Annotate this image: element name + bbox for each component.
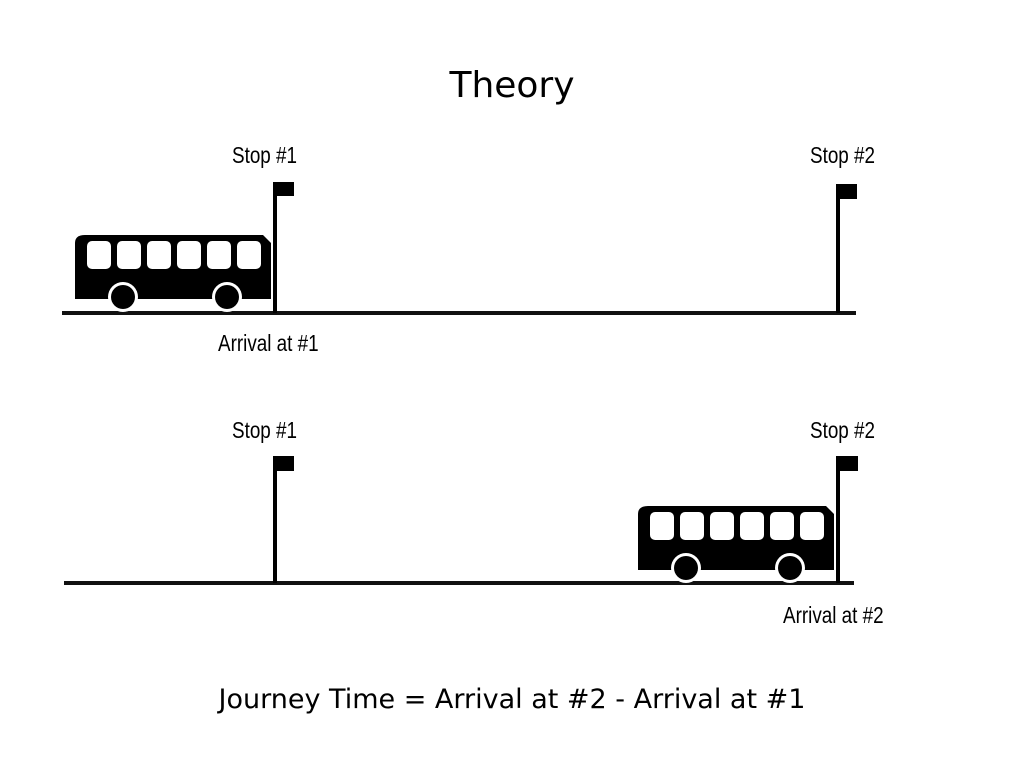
stop2-label-top: Stop #2 xyxy=(810,142,876,168)
stop2-label-bottom: Stop #2 xyxy=(810,417,876,443)
arrival-label-top: Arrival at #1 xyxy=(218,330,319,356)
road-top xyxy=(62,311,856,315)
road-bottom xyxy=(64,581,854,585)
journey-time-formula: Journey Time = Arrival at #2 - Arrival a… xyxy=(218,684,806,715)
stop1-label-bottom: Stop #1 xyxy=(232,417,298,443)
slide-title: Theory xyxy=(449,65,575,106)
stop1-label-top: Stop #1 xyxy=(232,142,298,168)
stop-sign-2-top xyxy=(836,184,857,313)
stop-sign-2-bottom xyxy=(836,456,858,583)
bus-icon-top xyxy=(75,235,271,312)
bus-icon-bottom xyxy=(638,506,834,583)
stop-sign-1-bottom xyxy=(273,456,294,583)
stop-sign-1-top xyxy=(273,182,294,313)
arrival-label-bottom: Arrival at #2 xyxy=(783,602,884,628)
